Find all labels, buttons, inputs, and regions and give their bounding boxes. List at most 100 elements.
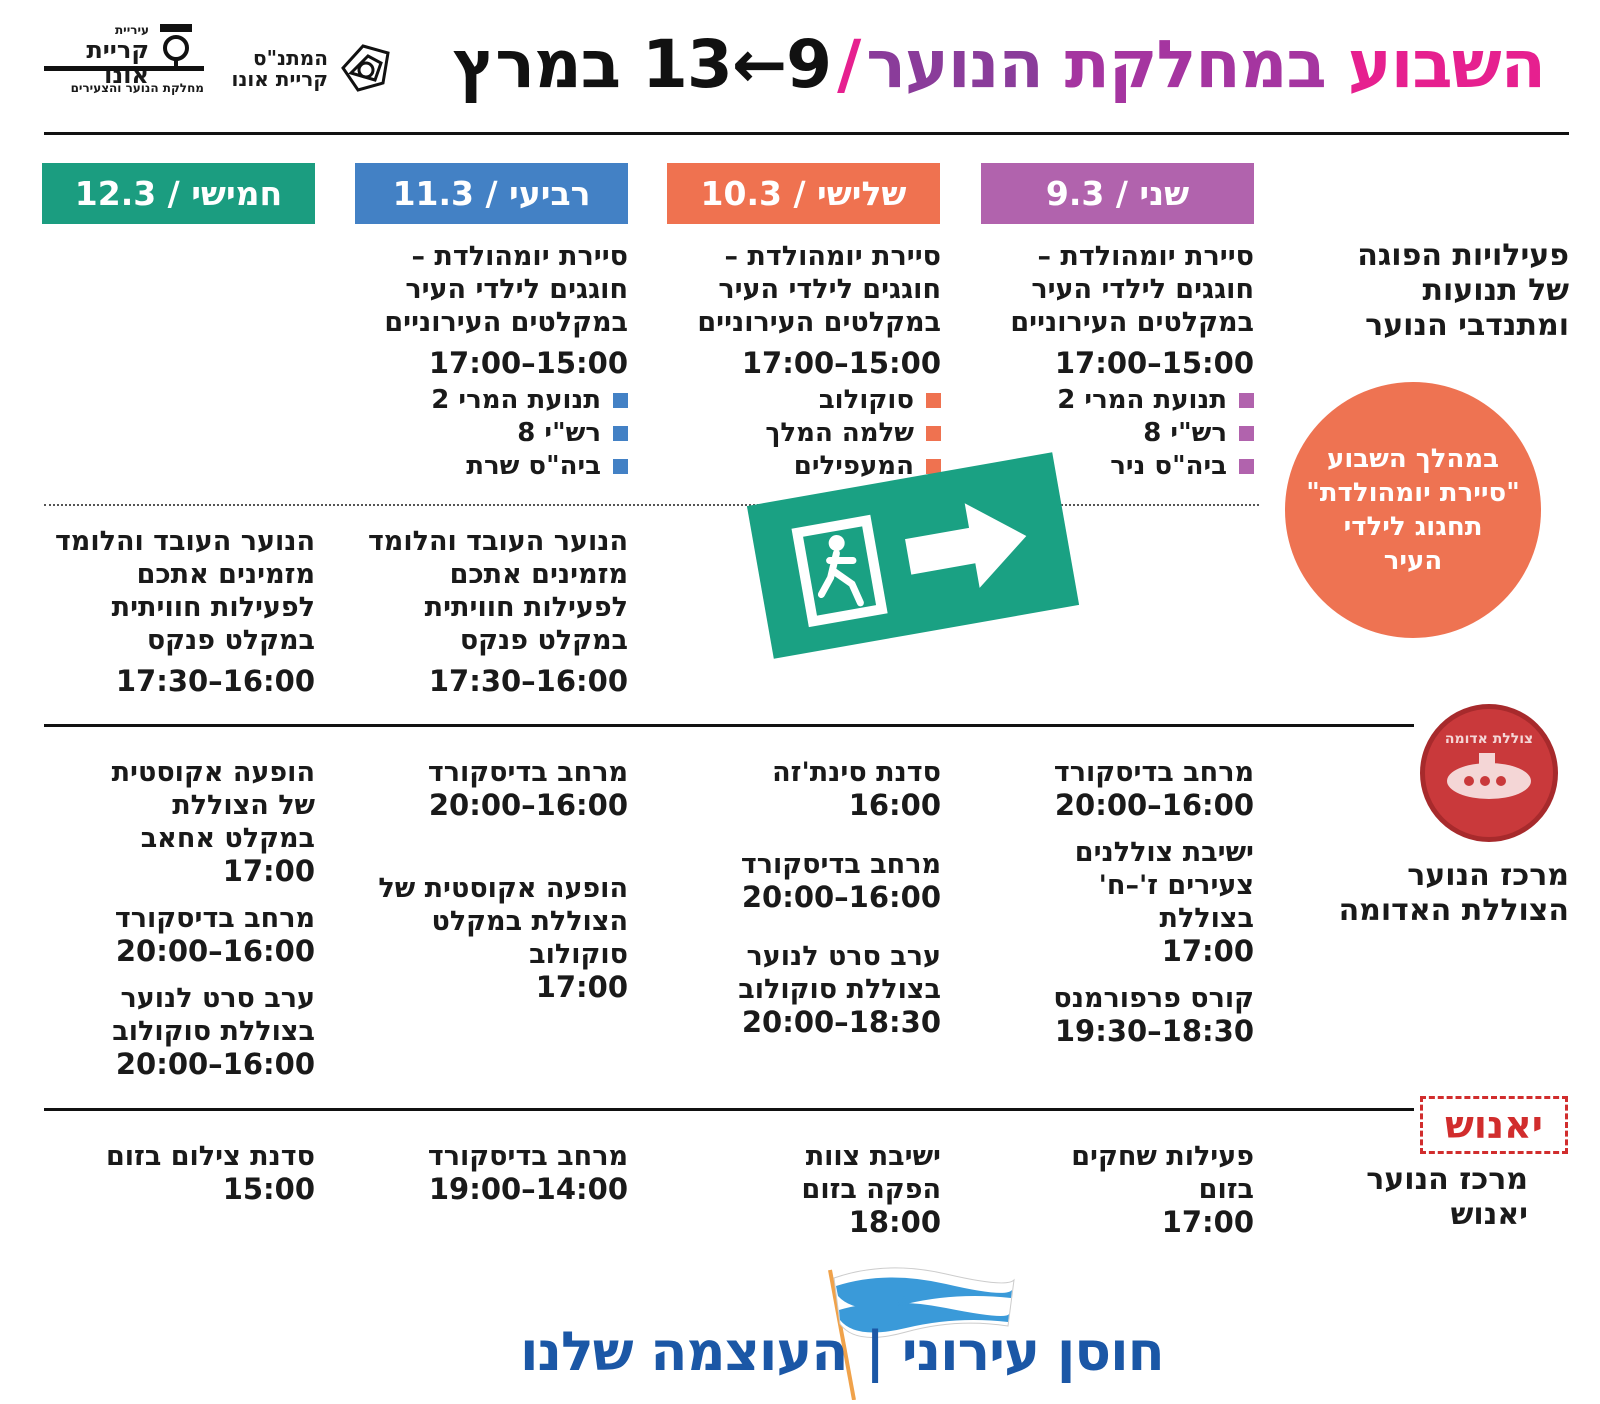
list-item: ביה"ס שרת	[345, 450, 628, 483]
yanush-label-line1: מרכז הנוער	[1366, 1162, 1528, 1197]
title-slash: /	[837, 26, 861, 103]
working-youth-line3: לפעילות חוויתית	[424, 592, 628, 623]
working-youth-line4: במקלט פנקס	[459, 625, 628, 656]
red-submarine-stamp-icon: צוללת אדומה	[1420, 704, 1558, 842]
matnas-logo-line1: המתנ"ס	[253, 46, 328, 70]
yanush-stamp-icon: יאנוש	[1420, 1096, 1568, 1154]
list-item: תנועת המרי 2	[971, 384, 1254, 417]
working-youth-line2: מזמינים אתכם	[449, 559, 628, 590]
title-part-1: השבוע	[1347, 26, 1546, 103]
bullet-square-icon	[1239, 393, 1254, 408]
day-header-wednesday: רביעי / 11.3	[355, 163, 628, 224]
bullet-square-icon	[613, 426, 628, 441]
title-part-2: במחלקת	[1064, 26, 1327, 103]
city-logo-dept: מחלקת הנוער והצעירים	[70, 81, 204, 95]
day-header-monday: שני / 9.3	[981, 163, 1254, 224]
working-youth-hours: 17:30–16:00	[115, 664, 315, 698]
circle-line4: העיר	[1383, 546, 1443, 576]
pause-hours: 17:00–15:00	[1054, 346, 1254, 380]
pause-label-line3: ומתנדבי הנוער	[1365, 308, 1569, 343]
list-item: רש"י 8	[345, 417, 628, 450]
pause-hours: 17:00–15:00	[741, 346, 941, 380]
pause-tuesday: סיירת יומהולדת – חוגגים לילדי העיר במקלט…	[658, 240, 941, 483]
matnas-logo-icon	[341, 44, 390, 92]
pause-wednesday: סיירת יומהולדת – חוגגים לילדי העיר במקלט…	[345, 240, 628, 483]
birthday-patrol-circle: במהלך השבוע "סיירת יומהולדת" תחגוג לילדי…	[1285, 382, 1541, 638]
day-header-thursday: חמישי / 12.3	[42, 163, 315, 224]
city-emblem-icon	[160, 24, 192, 70]
pause-title-l1: סיירת יומהולדת –	[1037, 241, 1254, 272]
exit-sign-icon	[746, 452, 1080, 659]
tzolelet-label-line2: הצוללת האדומה	[1338, 893, 1569, 928]
working-youth-line1: הנוער העובד והלומד	[54, 526, 315, 557]
working-youth-line2: מזמינים אתכם	[136, 559, 315, 590]
pause-title-l3: במקלטים העירוניים	[1010, 307, 1254, 338]
israel-flag-icon	[826, 1260, 1016, 1401]
pause-section-label: פעילויות הפוגה של תנועות ומתנדבי הנוער	[1357, 238, 1569, 343]
bullet-square-icon	[613, 393, 628, 408]
working-youth-hours: 17:30–16:00	[428, 664, 628, 698]
bullet-square-icon	[926, 393, 941, 408]
section-divider-1	[44, 724, 1414, 727]
working-youth-line3: לפעילות חוויתית	[111, 592, 315, 623]
header-divider	[44, 132, 1569, 135]
working-youth-thursday: הנוער העובד והלומד מזמינים אתכם לפעילות …	[32, 525, 315, 698]
page-title: השבוע במחלקת הנוער/9←13 במרץ	[453, 32, 1546, 98]
working-youth-line1: הנוער העובד והלומד	[367, 526, 628, 557]
bullet-square-icon	[613, 459, 628, 474]
circle-line2: "סיירת יומהולדת"	[1306, 478, 1520, 508]
matnas-logo-line2: קריית אונו	[231, 67, 328, 91]
list-item: המעפילים	[658, 450, 941, 483]
pause-label-line2: של תנועות	[1422, 273, 1570, 308]
section-divider-2	[44, 1108, 1414, 1111]
list-item: רש"י 8	[971, 417, 1254, 450]
working-youth-wednesday: הנוער העובד והלומד מזמינים אתכם לפעילות …	[345, 525, 628, 698]
circle-line1: במהלך השבוע	[1327, 444, 1500, 474]
pause-title-l1: סיירת יומהולדת –	[411, 241, 628, 272]
yanush-stamp-text: יאנוש	[1445, 1103, 1543, 1147]
tzolelet-section-label: מרכז הנוער הצוללת האדומה	[1339, 858, 1569, 928]
list-item: תנועת המרי 2	[345, 384, 628, 417]
pause-title-l2: חוגגים לילדי העיר	[718, 274, 941, 305]
pause-label-line1: פעילויות הפוגה	[1357, 238, 1569, 273]
title-part-3: הנוער	[866, 26, 1044, 103]
list-item: סוקולוב	[658, 384, 941, 417]
list-item: שלמה המלך	[658, 417, 941, 450]
pause-hours: 17:00–15:00	[428, 346, 628, 380]
footer-slogan: חוסן עירוני | העוצמה שלנו	[520, 1320, 1165, 1383]
red-submarine-stamp-text: צוללת אדומה	[1445, 731, 1533, 747]
city-logo-small: עיריית	[114, 23, 149, 37]
city-logo-bar	[44, 66, 204, 71]
circle-line3: תחגוג לילדי	[1343, 512, 1483, 542]
pause-title-l1: סיירת יומהולדת –	[724, 241, 941, 272]
tzolelet-label-line1: מרכז הנוער	[1407, 858, 1569, 893]
day-header-tuesday: שלישי / 10.3	[667, 163, 940, 224]
bullet-square-icon	[1239, 459, 1254, 474]
bullet-square-icon	[1239, 426, 1254, 441]
city-logo: עיריית קריית אונו מחלקת הנוער והצעירים	[44, 22, 204, 104]
pause-title-l2: חוגגים לילדי העיר	[405, 274, 628, 305]
bullet-square-icon	[926, 426, 941, 441]
list-item: ביה"ס ניר	[971, 450, 1254, 483]
pause-title-l2: חוגגים לילדי העיר	[1031, 274, 1254, 305]
bullet-square-icon	[926, 459, 941, 474]
yanush-section-label: מרכז הנוער יאנוש	[1366, 1162, 1528, 1232]
pause-title-l3: במקלטים העירוניים	[697, 307, 941, 338]
title-dates: 9←13 במרץ	[452, 26, 832, 103]
working-youth-line4: במקלט פנקס	[146, 625, 315, 656]
